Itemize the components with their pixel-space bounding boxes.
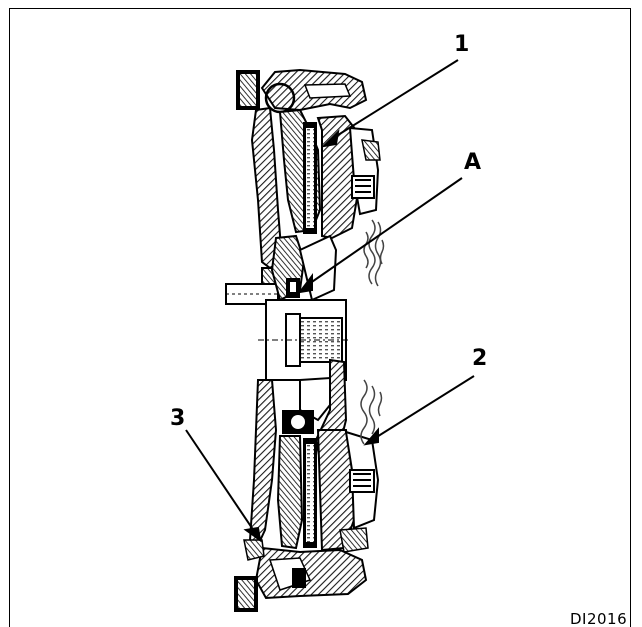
arrowhead-a — [297, 273, 313, 294]
upper-clutch-pack — [278, 108, 381, 240]
arrowhead-1 — [321, 129, 340, 148]
lower-clutch-pack — [276, 410, 380, 553]
leader-line-1 — [329, 59, 459, 141]
callout-label-2: 2 — [472, 346, 488, 371]
diagram-frame — [9, 8, 631, 627]
figure-reference-code: DI2016 — [570, 610, 628, 627]
arrowhead-2 — [363, 427, 379, 446]
hub-and-shaft — [225, 234, 350, 472]
callout-label-3: 3 — [170, 406, 186, 431]
leader-line-2 — [371, 375, 475, 441]
bottom-flywheel-rim — [234, 539, 368, 612]
upper-diaphragm-spring-lines — [363, 219, 385, 287]
leader-line-a — [305, 177, 463, 287]
arrowhead-3 — [243, 526, 262, 543]
lower-diaphragm-spring-lines — [360, 379, 383, 445]
leader-line-3 — [185, 429, 257, 535]
callout-label-a: A — [464, 150, 482, 175]
top-flywheel-rim — [236, 68, 368, 114]
leader-lines — [185, 59, 475, 543]
callout-label-1: 1 — [454, 32, 470, 57]
